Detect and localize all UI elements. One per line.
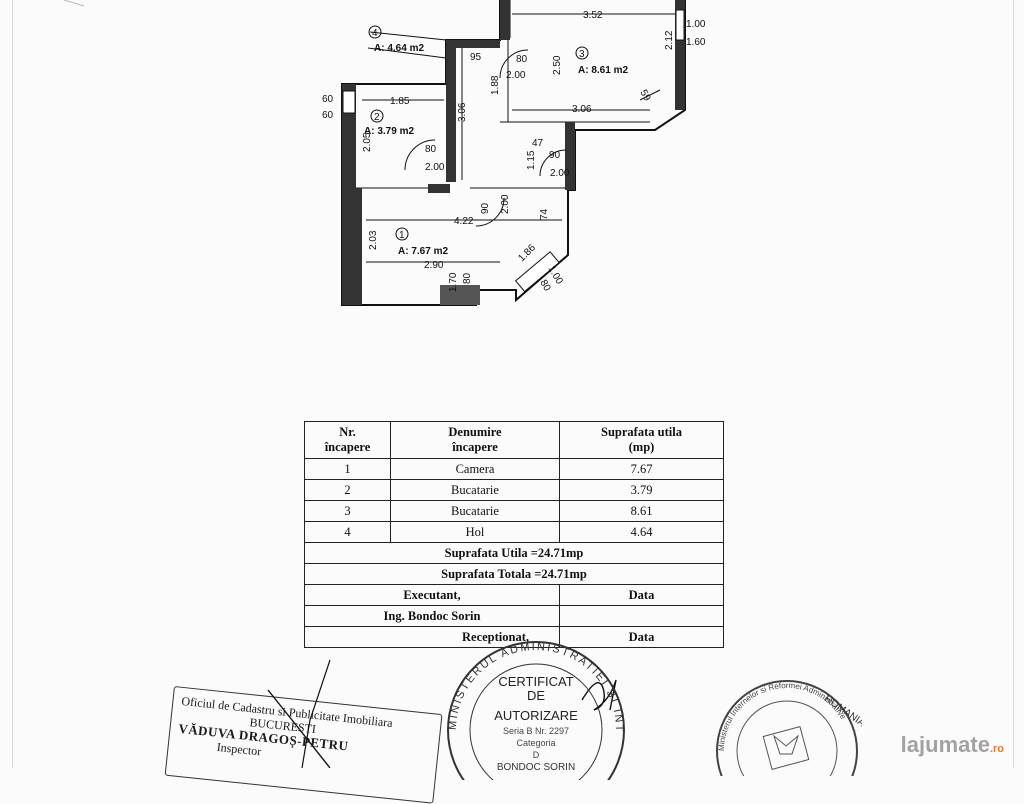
row-nr: 2 [304,479,391,501]
lajumate-watermark: lajumate.ro [901,732,1004,758]
header-nr: Nr.încapere [304,421,391,459]
dim-label: 2.00 [550,168,570,179]
header-area: Suprafata utila(mp) [559,421,724,459]
dim-label: 90 [549,150,561,161]
engineer-name: Ing. Bondoc Sorin [304,605,560,627]
executant-date-label: Data [559,584,724,606]
dim-label: 59 [637,88,652,104]
engineer-row: Ing. Bondoc Sorin [304,605,724,627]
total-total-row: Suprafata Totala =24.71mp [304,563,724,585]
dim-label: 2.00 [425,162,445,173]
cert-title: CERTIFICAT [498,674,573,689]
room-4-area: A: 4.64 m2 [374,43,424,54]
table-row: 4 Hol 4.64 [304,521,724,543]
seal-country: ROMANIA [822,693,862,729]
row-area: 8.61 [559,500,724,522]
dim-label: 60 [322,94,334,105]
seal-ring-text: Ministerul Internelor si Reformei Admini… [717,681,848,751]
row-nr: 4 [304,521,391,543]
dim-label: 1.86 [516,242,538,264]
watermark-tld: .ro [989,743,1004,755]
row-name: Camera [390,458,560,480]
row-name: Bucatarie [390,479,560,501]
row-name: Bucatarie [390,500,560,522]
room-2-area: A: 3.79 m2 [364,126,414,137]
engineer-date [559,605,724,627]
dim-label: 1.88 [490,75,501,95]
dim-label: 60 [322,110,334,121]
dim-label: 3.52 [583,10,603,21]
watermark-brand: lajumate [900,732,990,757]
dim-label: 1.85 [390,96,410,107]
row-area: 3.79 [559,479,724,501]
dim-label: 2.50 [552,55,563,75]
cert-category: Categoria [516,738,555,748]
room-1-num: 1 [399,230,405,241]
dim-label: 2.90 [424,260,444,271]
dim-label: 1.70 [448,272,459,292]
dim-label: 1.00 [686,19,706,30]
dim-label: 2.12 [664,30,675,50]
row-nr: 3 [304,500,391,522]
dim-label: 1.60 [686,37,706,48]
dim-label: 74 [539,208,550,220]
total-total: Suprafata Totala =24.71mp [304,563,724,585]
cert-d: D [533,750,540,760]
room-4-num: 4 [372,28,378,39]
room-3-num: 3 [579,49,585,60]
row-nr: 1 [304,458,391,480]
receptionat-label: Receptionat, [304,626,560,648]
room-3-area: A: 8.61 m2 [578,65,628,76]
cert-title-de: DE [527,688,545,703]
dim-label: 2.00 [506,70,526,81]
dim-label: 90 [480,202,491,214]
row-area: 7.67 [559,458,724,480]
table-row: 2 Bucatarie 3.79 [304,479,724,501]
svg-text:Ministerul Internelor si Refor: Ministerul Internelor si Reformei Admini… [717,681,848,751]
cert-title-authorization: AUTORIZARE [494,708,578,723]
row-name: Hol [390,521,560,543]
total-util: Suprafata Utila =24.71mp [304,542,724,564]
table-row: 1 Camera 7.67 [304,458,724,480]
executant-row: Executant, Data [304,584,724,606]
room-2-num: 2 [374,112,380,123]
dim-label: 1.15 [526,150,537,170]
total-util-row: Suprafata Utila =24.71mp [304,542,724,564]
dim-label: 80 [516,54,528,65]
document-page: 4 A: 4.64 m2 2 A: 3.79 m2 3 A: 8.61 m2 1… [12,0,1014,804]
receptionat-date-label: Data [559,626,724,648]
authorization-stamp: MINISTERUL ADMINISTRATIEI SI INTERNELOR … [436,640,625,780]
floor-plan: 4 A: 4.64 m2 2 A: 3.79 m2 3 A: 8.61 m2 1… [63,0,706,306]
cert-series: Seria B Nr. 2297 [503,726,569,736]
room-1-area: A: 7.67 m2 [398,246,448,257]
dim-label: 2.03 [368,230,379,250]
dim-label: 80 [462,272,473,284]
dim-label: 4.22 [454,216,474,227]
dim-label: 2.05 [362,132,373,152]
dim-label: 80 [425,144,437,155]
table-row: 3 Bucatarie 8.61 [304,500,724,522]
row-area: 4.64 [559,521,724,543]
dim-label: 47 [532,138,544,149]
receptionat-row: Receptionat, Data [304,626,724,648]
dim-label: 2.00 [500,194,511,214]
ministry-seal: Ministerul Internelor si Reformei Admini… [716,680,862,776]
executant-label: Executant, [304,584,560,606]
dim-label: 3.06 [572,104,592,115]
page-border [12,0,1014,768]
dim-label: 80 [537,278,552,294]
dim-label: 3.06 [457,102,468,122]
dim-label: 95 [470,52,482,63]
